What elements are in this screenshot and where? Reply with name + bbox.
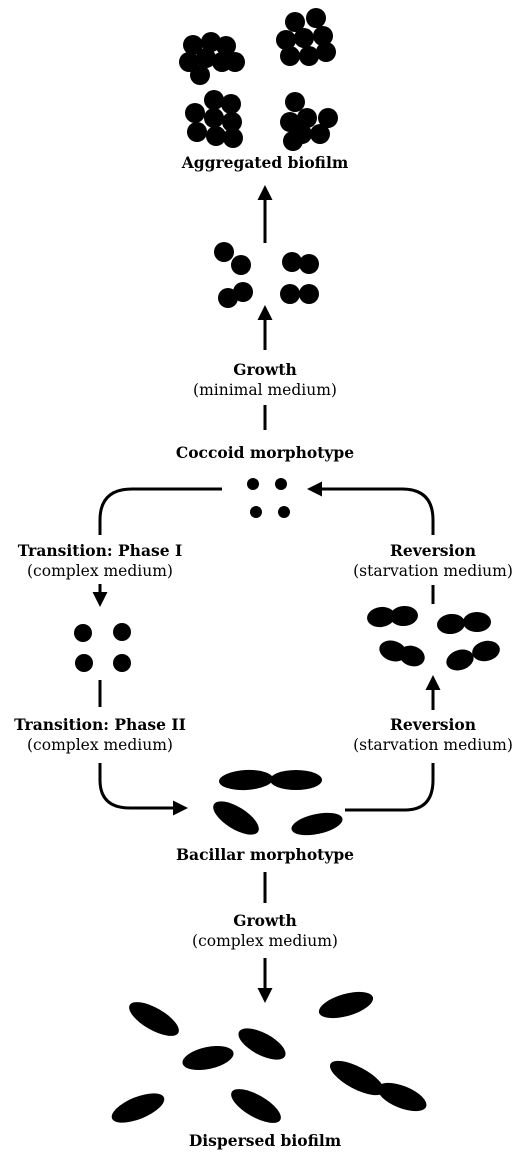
growth-top-title: Growth [233,360,297,379]
arrow-transition-phase1 [98,487,222,535]
bacillar-morphotype-title: Bacillar morphotype [175,845,355,864]
transition-phase1-title: Transition: Phase I [17,541,183,560]
arrow-reversion-upper [307,481,435,535]
aggregated-cluster-top-left [179,32,245,85]
transition-phase2-medium: (complex medium) [27,736,173,754]
label-aggregated-biofilm: Aggregated biofilm [182,153,349,173]
label-transition-phase1: Transition: Phase I (complex medium) [18,541,182,581]
coccoid-morphotype-cells [247,478,290,518]
arrow-transition-phase2 [98,763,188,816]
growth-bottom-title: Growth [233,911,297,930]
growth-bottom-medium: (complex medium) [192,932,338,950]
reversion-lower-title: Reversion [389,715,476,734]
transition-phase1-medium: (complex medium) [27,562,173,580]
phase1-cocci [74,623,131,672]
growing-coccoid-cells [214,242,319,308]
aggregated-cluster-bottom-left [185,90,243,148]
dispersed-biofilm-title: Dispersed biofilm [188,1131,342,1150]
aggregated-biofilm-title: Aggregated biofilm [181,153,349,172]
aggregated-cluster-top-right [276,8,336,66]
transition-phase2-title: Transition: Phase II [14,715,186,734]
label-transition-phase2: Transition: Phase II (complex medium) [14,715,186,755]
growth-top-medium: (minimal medium) [193,381,337,399]
arrow-reversion-lower [345,763,435,812]
reversion-upper-title: Reversion [389,541,476,560]
label-reversion-lower: Reversion (starvation medium) [353,715,513,755]
label-bacillar-morphotype: Bacillar morphotype [176,845,354,865]
label-growth-minimal: Growth (minimal medium) [193,360,337,400]
coccoid-morphotype-title: Coccoid morphotype [175,443,355,462]
reversion-upper-medium: (starvation medium) [353,562,513,580]
aggregated-cluster-bottom-right [280,92,338,151]
reversion-lower-medium: (starvation medium) [353,736,513,754]
reversion-intermediate-cells [367,605,500,671]
dispersed-biofilm-cells [111,991,427,1123]
label-dispersed-biofilm: Dispersed biofilm [189,1131,341,1151]
label-reversion-upper: Reversion (starvation medium) [353,541,513,581]
bacillar-morphotype-cells [213,769,343,836]
label-coccoid-morphotype: Coccoid morphotype [176,443,354,463]
label-growth-complex: Growth (complex medium) [192,911,338,951]
